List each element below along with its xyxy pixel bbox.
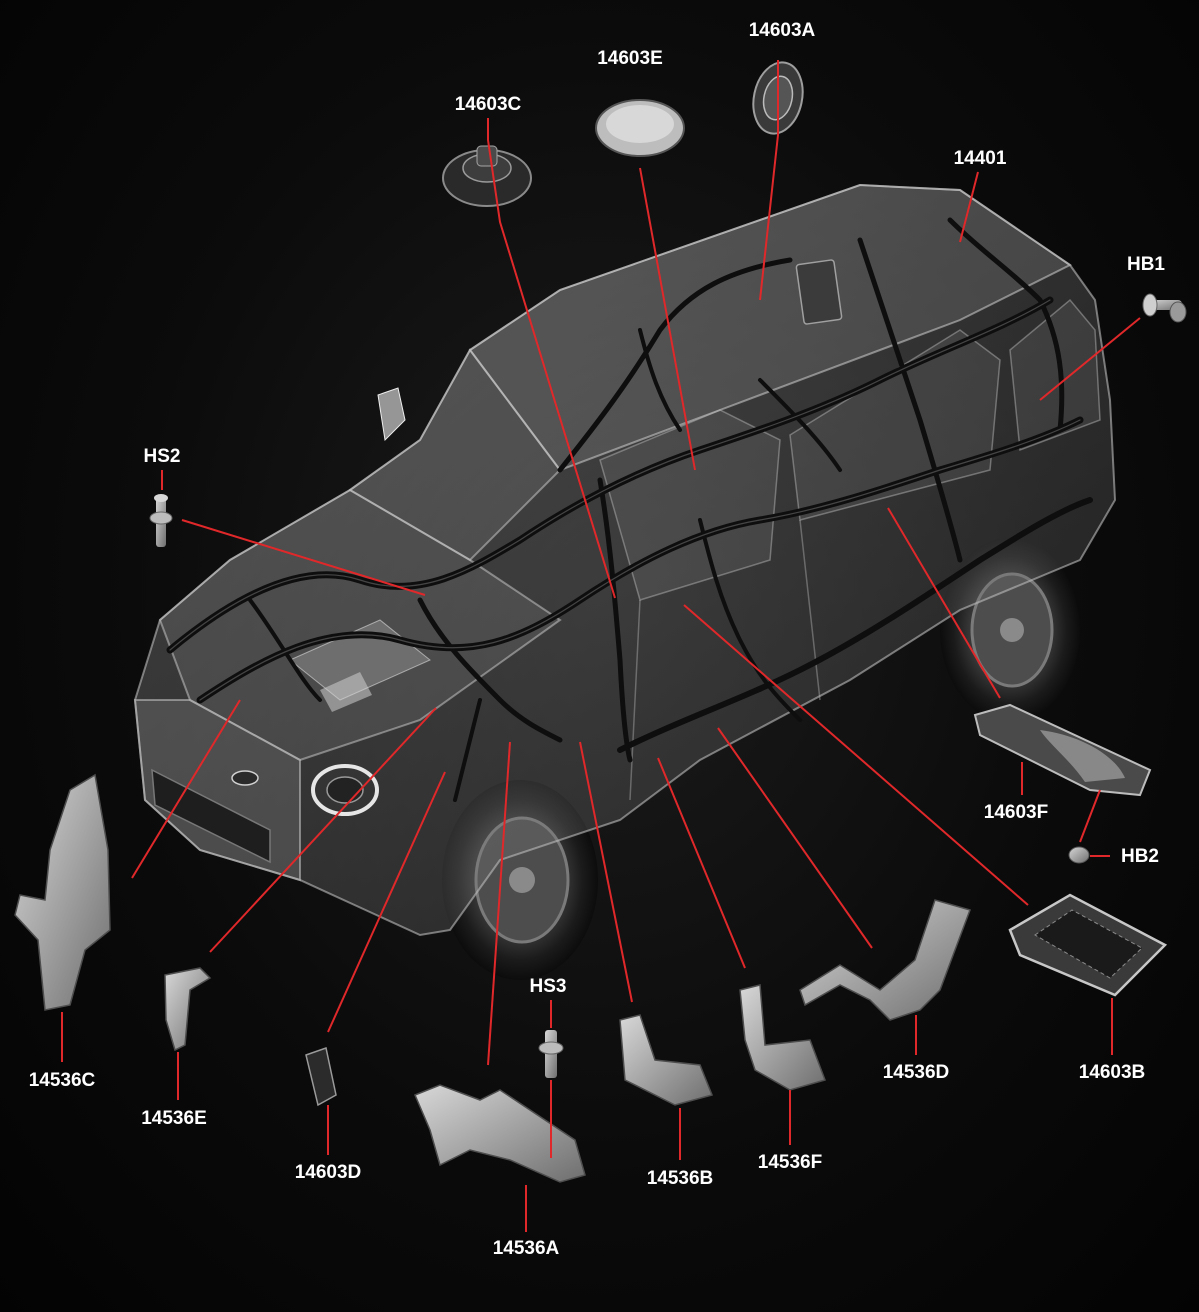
leader-line bbox=[579, 741, 633, 1003]
part-label-hs2: HS2 bbox=[144, 446, 181, 467]
part-label-14603e: 14603E bbox=[597, 48, 663, 69]
leader-line bbox=[209, 707, 437, 953]
part-label-14603a: 14603A bbox=[749, 20, 816, 41]
callout-14536c: 14536C bbox=[29, 699, 241, 1091]
wiring-harness bbox=[166, 217, 1093, 802]
leader-line bbox=[327, 771, 446, 1033]
leader-line bbox=[639, 167, 696, 471]
leader-line bbox=[657, 757, 746, 969]
part-label-14536f: 14536F bbox=[758, 1152, 822, 1173]
callout-hb1: HB1 bbox=[1039, 254, 1165, 401]
bracket-14536b bbox=[619, 1014, 714, 1106]
leader-line bbox=[1039, 317, 1141, 401]
parts-illustrations bbox=[14, 61, 1187, 1183]
bracket-14536a bbox=[414, 1084, 586, 1183]
leader-line bbox=[683, 604, 1029, 906]
part-label-14536b: 14536B bbox=[647, 1168, 714, 1189]
bracket-14536d bbox=[799, 899, 971, 1021]
part-label-14536c: 14536C bbox=[29, 1070, 96, 1091]
part-label-14603d: 14603D bbox=[295, 1162, 362, 1183]
leader-line bbox=[487, 741, 511, 1066]
callout-14603a: 14603A bbox=[749, 20, 816, 301]
cover-14603f bbox=[973, 703, 1152, 797]
callout-14603b: 14603B bbox=[683, 604, 1146, 1083]
callout-14603d: 14603D bbox=[295, 771, 446, 1183]
mesh-cover-14603b bbox=[1008, 893, 1168, 997]
bracket-14536f bbox=[739, 984, 826, 1091]
leader-line bbox=[717, 727, 873, 949]
vehicle-body bbox=[133, 183, 1117, 937]
leader-line bbox=[487, 118, 616, 599]
nut-hb2 bbox=[1068, 846, 1090, 864]
callout-14401: 14401 bbox=[954, 148, 1007, 243]
leader-line bbox=[959, 171, 979, 243]
part-label-14603c: 14603C bbox=[455, 94, 522, 115]
part-label-hb2: HB2 bbox=[1121, 846, 1159, 867]
part-label-hb1: HB1 bbox=[1127, 254, 1165, 275]
leader-line bbox=[131, 699, 241, 879]
leader-line bbox=[759, 60, 779, 301]
part-label-14536e: 14536E bbox=[141, 1108, 207, 1129]
callout-hs3: HS3 bbox=[530, 976, 567, 1158]
leader-line bbox=[181, 519, 426, 596]
leader-line bbox=[887, 507, 1001, 699]
stud-hs3 bbox=[538, 1030, 564, 1078]
grommet-14603c bbox=[442, 145, 532, 207]
callout-14603c: 14603C bbox=[455, 94, 616, 599]
callout-hb2: HB2 bbox=[1079, 789, 1159, 867]
callout-14536b: 14536B bbox=[579, 741, 714, 1189]
bracket-14536e bbox=[164, 967, 212, 1052]
callout-14536f: 14536F bbox=[657, 757, 822, 1173]
callout-14603e: 14603E bbox=[597, 48, 696, 471]
part-label-14603b: 14603B bbox=[1079, 1062, 1146, 1083]
callout-14536a: 14536A bbox=[487, 741, 560, 1259]
callout-14603f: 14603F bbox=[887, 507, 1048, 823]
leader-line bbox=[1079, 789, 1101, 843]
plug-14603d bbox=[305, 1047, 337, 1107]
callout-14536d: 14536D bbox=[717, 727, 950, 1083]
bracket-14536c bbox=[14, 773, 111, 1011]
bolt-hb1 bbox=[1142, 293, 1187, 323]
callout-hs2: HS2 bbox=[144, 446, 426, 596]
stud-hs2 bbox=[149, 494, 173, 547]
part-label-14603f: 14603F bbox=[984, 802, 1048, 823]
cap-14603e bbox=[595, 99, 685, 157]
part-label-14536d: 14536D bbox=[883, 1062, 950, 1083]
part-label-hs3: HS3 bbox=[530, 976, 567, 997]
part-label-14536a: 14536A bbox=[493, 1238, 560, 1259]
part-label-14401: 14401 bbox=[954, 148, 1007, 169]
vehicle-illustration bbox=[133, 183, 1117, 980]
callout-14536e: 14536E bbox=[141, 707, 437, 1129]
